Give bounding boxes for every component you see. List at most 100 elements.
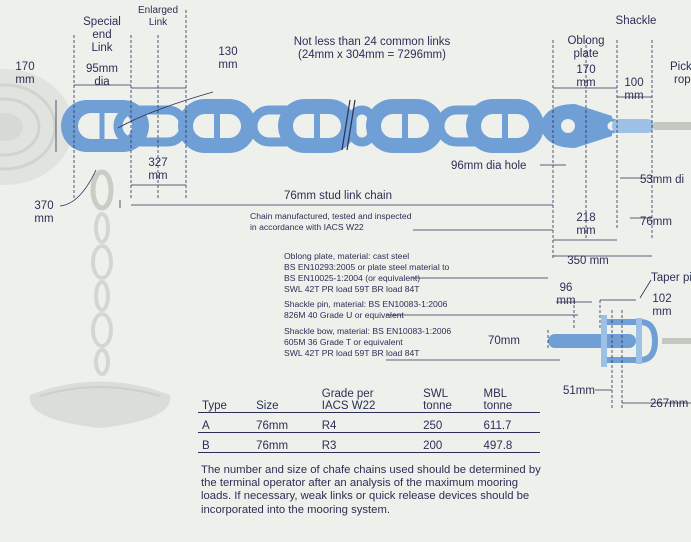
svg-text:Not less than 24 common links: Not less than 24 common links	[294, 36, 451, 48]
cell-grade: R3	[321, 439, 337, 452]
svg-text:100: 100	[624, 77, 643, 89]
svg-text:826M 40 Grade U or equivalent: 826M 40 Grade U or equivalent	[284, 310, 405, 320]
svg-text:102: 102	[652, 293, 671, 305]
cell-grade: R4	[321, 419, 337, 432]
svg-text:mm: mm	[624, 90, 643, 102]
svg-text:rop: rop	[674, 74, 691, 86]
cell-swl: 250	[423, 419, 443, 432]
svg-text:mm: mm	[148, 170, 167, 182]
label-taper-pin: Taper pin	[651, 272, 691, 284]
oblong-plate	[540, 104, 691, 148]
header-type: Type	[202, 399, 227, 412]
svg-text:mm: mm	[576, 77, 595, 89]
label-dim-170-left: 170 mm	[15, 61, 34, 86]
label-dim-95: 95mm dia	[86, 63, 118, 88]
svg-text:mm: mm	[218, 59, 237, 71]
svg-text:BS EN10293:2005 or plate steel: BS EN10293:2005 or plate steel material …	[284, 262, 450, 272]
shackle-detail	[548, 315, 691, 367]
svg-text:95mm: 95mm	[86, 63, 118, 75]
svg-text:in accordance with IACS W22: in accordance with IACS W22	[250, 222, 364, 232]
svg-text:327: 327	[148, 157, 167, 169]
label-oblong-material: Oblong plate, material: cast steel BS EN…	[284, 251, 450, 294]
label-dim-327: 327 mm	[148, 157, 167, 182]
label-dim-53: 53mm di	[640, 174, 684, 186]
svg-text:Shackle bow, material: BS EN10: Shackle bow, material: BS EN10083-1:2006	[284, 326, 451, 336]
svg-text:Enlarged: Enlarged	[138, 5, 178, 16]
label-dim-218: 218 mm	[576, 212, 595, 237]
svg-text:218: 218	[576, 212, 595, 224]
table-row: A 76mm R4 250 611.7	[198, 412, 540, 432]
svg-text:(24mm x 304mm = 7296mm): (24mm x 304mm = 7296mm)	[298, 49, 446, 61]
fairlead-drawing	[0, 69, 73, 185]
label-dim-96: 96 mm	[556, 282, 575, 307]
label-dim-170-right: 170 mm	[576, 64, 595, 89]
label-dim-70: 70mm	[488, 335, 520, 347]
svg-text:Oblong plate, material: cast s: Oblong plate, material: cast steel	[284, 251, 409, 261]
svg-text:130: 130	[218, 46, 237, 58]
label-dim-267: 267mm	[650, 398, 688, 410]
svg-text:mm: mm	[556, 295, 575, 307]
svg-text:Link: Link	[149, 17, 168, 28]
svg-text:mm: mm	[34, 213, 53, 225]
label-stud-chain: 76mm stud link chain	[284, 190, 392, 202]
label-dim-51: 51mm	[563, 385, 595, 397]
label-enlarged-link: Enlarged Link	[138, 5, 178, 28]
label-special-end-link: Special end Link	[83, 16, 121, 54]
chafe-chain-note: The number and size of chafe chains used…	[201, 464, 541, 516]
svg-text:170: 170	[576, 64, 595, 76]
svg-text:Pick: Pick	[670, 61, 691, 73]
cell-type: B	[202, 439, 210, 452]
label-pick-rope: Pick rop	[670, 61, 691, 86]
label-shackle: Shackle	[616, 15, 657, 27]
header-size: Size	[256, 399, 279, 412]
table-row: B 76mm R3 200 497.8	[198, 432, 540, 452]
svg-text:Link: Link	[91, 42, 112, 54]
svg-text:mm: mm	[15, 74, 34, 86]
svg-text:mm: mm	[652, 306, 671, 318]
svg-text:Special: Special	[83, 16, 121, 28]
hanging-chain-drawing	[29, 169, 171, 428]
svg-text:BS EN10025-1:2004 (or equivale: BS EN10025-1:2004 (or equivalent)	[284, 273, 420, 283]
svg-text:mm: mm	[576, 225, 595, 237]
shackle-dimension-lines	[547, 300, 623, 410]
svg-text:96: 96	[560, 282, 573, 294]
label-dim-130: 130 mm	[218, 46, 237, 71]
label-dim-102: 102 mm	[652, 293, 671, 318]
svg-text:end: end	[92, 29, 111, 41]
svg-text:plate: plate	[574, 48, 599, 60]
label-hole-96: 96mm dia hole	[451, 160, 526, 172]
dimension-lines	[55, 10, 691, 404]
cell-size: 76mm	[256, 439, 289, 452]
svg-text:SWL 42T PR load 59T BR load: SWL 42T PR load 59T BR load 84T	[284, 284, 420, 294]
svg-text:Shackle pin, material: BS EN10: Shackle pin, material: BS EN10083-1:2006	[284, 299, 448, 309]
label-dim-100: 100 mm	[624, 77, 643, 102]
svg-text:dia: dia	[94, 76, 110, 88]
label-oblong-plate: Oblong plate	[567, 35, 604, 60]
label-dim-76: 76mm	[640, 216, 672, 228]
cell-swl: 200	[423, 439, 443, 452]
label-manufactured: Chain manufactured, tested and inspected…	[250, 211, 412, 232]
svg-text:Chain manufactured, tested and: Chain manufactured, tested and inspected	[250, 211, 412, 221]
common-links	[178, 99, 544, 153]
label-pin-material: Shackle pin, material: BS EN10083-1:2006…	[284, 299, 448, 320]
cell-size: 76mm	[256, 419, 289, 432]
svg-text:170: 170	[15, 61, 34, 73]
label-dim-350: 350 mm	[567, 255, 609, 267]
label-common-links: Not less than 24 common links (24mm x 30…	[294, 36, 451, 61]
svg-text:SWL 42T PR load 59T BR load: SWL 42T PR load 59T BR load 84T	[284, 348, 420, 358]
cell-mbl: 497.8	[483, 439, 513, 452]
label-bow-material: Shackle bow, material: BS EN10083-1:2006…	[284, 326, 451, 358]
svg-text:370: 370	[34, 200, 53, 212]
svg-text:Oblong: Oblong	[567, 35, 604, 47]
svg-text:605M 36 Grade T or equivalent: 605M 36 Grade T or equivalent	[284, 337, 403, 347]
label-dim-370: 370 mm	[34, 200, 53, 225]
cell-mbl: 611.7	[483, 419, 512, 432]
cell-type: A	[202, 419, 210, 432]
